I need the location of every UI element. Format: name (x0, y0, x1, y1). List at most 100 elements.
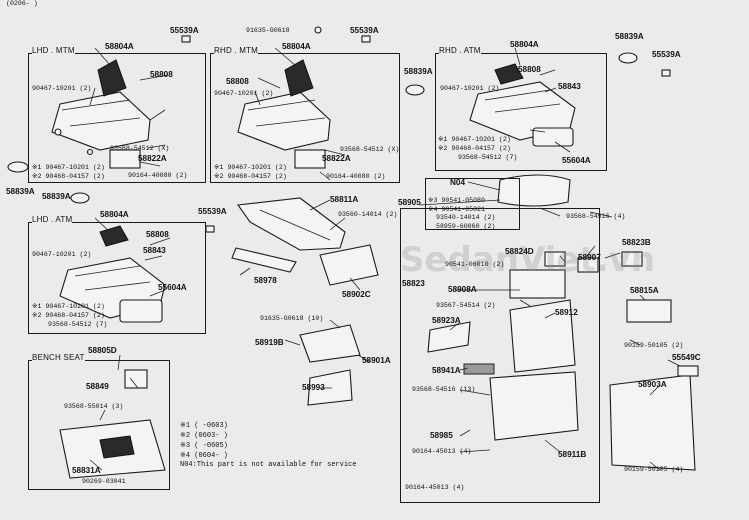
label-93540-14014[interactable]: 93540-14014 (2) (436, 214, 496, 221)
label-55604a-rhd-atm[interactable]: 55604A (562, 156, 591, 165)
label-90164-rhd[interactable]: 90164-40080 (2) (326, 173, 386, 180)
lid-group-box (425, 178, 520, 230)
label-90467-10201[interactable]: 90467-10201 (2) (32, 85, 92, 92)
label-x1-90467-rhd-atm[interactable]: ※1 90467-10201 (2) (438, 136, 511, 143)
label-93567-54514[interactable]: 93567-54514 (2) (436, 302, 496, 309)
label-58907[interactable]: 58907 (578, 253, 601, 262)
label-x4-90541-05021[interactable]: ※4 90541-05021 (428, 206, 485, 213)
label-90467-lhd-atm[interactable]: 90467-10201 (2) (32, 251, 92, 258)
label-58823[interactable]: 58823 (402, 279, 425, 288)
label-x1-90467-lhd-atm[interactable]: ※1 90467-10201 (2) (32, 303, 105, 310)
label-55604a-lhd-atm[interactable]: 55604A (158, 283, 187, 292)
label-58804a-rhd-atm[interactable]: 58804A (510, 40, 539, 49)
label-93568-54512[interactable]: 93568-54512 (X) (110, 145, 170, 152)
label-58911b[interactable]: 58911B (558, 450, 587, 459)
rhd-atm-console-art (469, 52, 671, 147)
label-90269-03041[interactable]: 90269-03041 (82, 478, 126, 485)
label-93568-55014[interactable]: 93568-55014 (3) (64, 403, 124, 410)
label-58808[interactable]: 58808 (150, 70, 173, 79)
label-58839a-left[interactable]: 58839A (6, 187, 35, 196)
label-58815a[interactable]: 58815A (630, 286, 659, 295)
label-x2-90468-rhd[interactable]: ※2 90468-04157 (2) (214, 173, 287, 180)
label-90467-rhd[interactable]: 90467-10201 (2) (214, 90, 274, 97)
label-58843-rhd-atm[interactable]: 58843 (558, 82, 581, 91)
label-58804a-lhd-atm[interactable]: 58804A (100, 210, 129, 219)
label-58804a-rhd[interactable]: 58804A (282, 42, 311, 51)
label-91635-g0618-10[interactable]: 91635-G0618 (10) (260, 315, 324, 322)
label-93568-rhd-atm[interactable]: 93568-54512 (7) (458, 154, 518, 161)
label-x2-90468-04157[interactable]: ※2 90468-04157 (2) (32, 173, 105, 180)
label-90467-rhd-atm[interactable]: 90467-10201 (2) (440, 85, 500, 92)
center-floor-parts-art (231, 197, 379, 406)
label-58923a[interactable]: 58923A (432, 316, 461, 325)
label-58839a-rhd[interactable]: 58839A (404, 67, 433, 76)
label-93560-14014[interactable]: 93560-14014 (2) (338, 211, 398, 218)
label-58959-60060[interactable]: 58959-60060 (2) (436, 223, 496, 230)
label-58985[interactable]: 58985 (430, 431, 453, 440)
legend-note-3: ※3 ( -0605) (180, 442, 228, 450)
main-console-art (427, 174, 699, 471)
label-58811a[interactable]: 58811A (330, 195, 359, 204)
lhd-atm-title: LHD . ATM (32, 215, 73, 224)
label-90159-50105-2[interactable]: 90159-50105 (2) (624, 342, 684, 349)
label-58808-rhd[interactable]: 58808 (226, 77, 249, 86)
label-58822a-rhd[interactable]: 58822A (322, 154, 351, 163)
label-58941a[interactable]: 58941A (432, 366, 461, 375)
label-58903a[interactable]: 58903A (638, 380, 667, 389)
label-58804a[interactable]: 58804A (105, 42, 134, 51)
label-58822a[interactable]: 58822A (138, 154, 167, 163)
label-58823b[interactable]: 58823B (622, 238, 651, 247)
label-x1-90467-rhd[interactable]: ※1 90467-10201 (2) (214, 164, 287, 171)
label-90164-45013-a[interactable]: 90164-45013 (4) (412, 448, 472, 455)
label-58908a[interactable]: 58908A (448, 285, 477, 294)
lhd-mtm-console-art (7, 35, 191, 204)
label-55539a[interactable]: 55539A (170, 26, 199, 35)
label-58805d[interactable]: 58805D (88, 346, 117, 355)
label-58824d[interactable]: 58824D (505, 247, 534, 256)
label-58849[interactable]: 58849 (86, 382, 109, 391)
main-console-box (400, 208, 600, 503)
label-91635-g0618[interactable]: 91635-G0618 (246, 27, 290, 34)
label-90164-40080[interactable]: 90164-40080 (2) (128, 172, 188, 179)
date-range-note: (0206- ) (6, 0, 38, 7)
label-93568-54516-13[interactable]: 93568-54516 (13) (412, 386, 476, 393)
label-58839a-rhd-atm[interactable]: 58839A (615, 32, 644, 41)
label-90159-50105-4[interactable]: 90159-50105 (4) (624, 466, 684, 473)
label-58905[interactable]: 58905 (398, 198, 421, 207)
label-58919b[interactable]: 58919B (255, 338, 284, 347)
legend-note-2: ※2 (0603- ) (180, 432, 228, 440)
rhd-mtm-console-art (237, 26, 425, 169)
label-55549c[interactable]: 55549C (672, 353, 701, 362)
label-58901a[interactable]: 58901A (362, 356, 391, 365)
label-58912[interactable]: 58912 (555, 308, 578, 317)
label-90541-06010[interactable]: 90541-06010 (2) (445, 261, 505, 268)
label-93568-54516-4[interactable]: 93568-54516 (4) (566, 213, 626, 220)
label-58831a[interactable]: 58831A (72, 466, 101, 475)
rhd-atm-title: RHD . ATM (439, 46, 481, 55)
label-58808-lhd-atm[interactable]: 58808 (146, 230, 169, 239)
label-x2-90468-rhd-atm[interactable]: ※2 90468-04157 (2) (438, 145, 511, 152)
label-90164-45013-b[interactable]: 90164-45013 (4) (405, 484, 465, 491)
label-58902c[interactable]: 58902C (342, 290, 371, 299)
rhd-atm-box: RHD . ATM (435, 46, 607, 171)
label-x1-90467-10201[interactable]: ※1 90467-10201 (2) (32, 164, 105, 171)
leader-lines (89, 47, 681, 471)
label-93568-lhd-atm[interactable]: 93568-54512 (7) (48, 321, 108, 328)
label-58843-lhd-atm[interactable]: 58843 (143, 246, 166, 255)
label-55539a-rhd-atm[interactable]: 55539A (652, 50, 681, 59)
legend-note-1: ※1 ( -0603) (180, 422, 228, 430)
label-55539a-lhd-atm[interactable]: 55539A (198, 207, 227, 216)
label-58978[interactable]: 58978 (254, 276, 277, 285)
watermark: SedanViet.vn (400, 240, 655, 280)
bench-seat-title: BENCH SEAT (32, 353, 85, 362)
bench-seat-box: BENCH SEAT (28, 353, 170, 490)
label-55539a-rhd[interactable]: 55539A (350, 26, 379, 35)
rhd-mtm-box: RHD . MTM (210, 46, 400, 183)
label-x2-90468-lhd-atm[interactable]: ※2 90468-04157 (2) (32, 312, 105, 319)
label-n04[interactable]: N04 (450, 178, 466, 187)
label-93568-rhd[interactable]: 93568-54512 (X) (340, 146, 400, 153)
label-58993[interactable]: 58993 (302, 383, 325, 392)
label-58808-rhd-atm[interactable]: 58808 (518, 65, 541, 74)
label-58839a-left-2[interactable]: 58839A (42, 192, 71, 201)
label-x3-90541-05080[interactable]: ※3 90541-05080 (428, 197, 485, 204)
